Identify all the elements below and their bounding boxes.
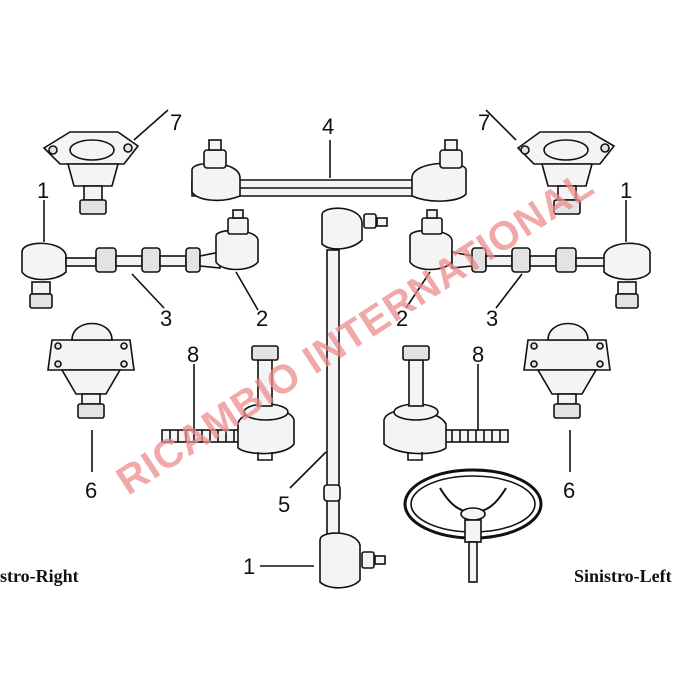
left-tie-rod-assembly	[21, 209, 259, 309]
part-7-right-flanged-joint	[516, 131, 616, 215]
callout-2-right: 2	[396, 306, 408, 331]
callout-1-right: 1	[620, 178, 632, 203]
callout-6-left: 6	[85, 478, 97, 503]
part-8-right-tie-rod-end	[383, 345, 509, 461]
callout-3-left: 3	[160, 306, 172, 331]
part-6-left-ball-joint	[47, 322, 135, 419]
callout-8-right: 8	[472, 342, 484, 367]
part-5-steering-rod	[319, 207, 388, 589]
label-left-side: Sinistro-Left	[574, 566, 672, 586]
part-7-left-flanged-joint	[42, 131, 140, 215]
callout-5: 5	[278, 492, 290, 517]
callout-leaders	[43, 109, 627, 567]
callout-6-right: 6	[563, 478, 575, 503]
callout-7-left: 7	[170, 110, 182, 135]
label-right-side: stro-Right	[0, 566, 79, 586]
part-8-left-tie-rod-end	[161, 345, 295, 461]
callout-1-left: 1	[37, 178, 49, 203]
callout-1-bottom: 1	[243, 554, 255, 579]
callout-3-right: 3	[486, 306, 498, 331]
callout-4: 4	[322, 114, 334, 139]
callout-7-right: 7	[478, 110, 490, 135]
callout-2-left: 2	[256, 306, 268, 331]
callout-8-left: 8	[187, 342, 199, 367]
part-6-right-ball-joint	[523, 322, 611, 419]
steering-wheel	[403, 468, 543, 583]
part-4-center-track-rod	[191, 139, 467, 202]
right-tie-rod-assembly	[409, 209, 651, 309]
